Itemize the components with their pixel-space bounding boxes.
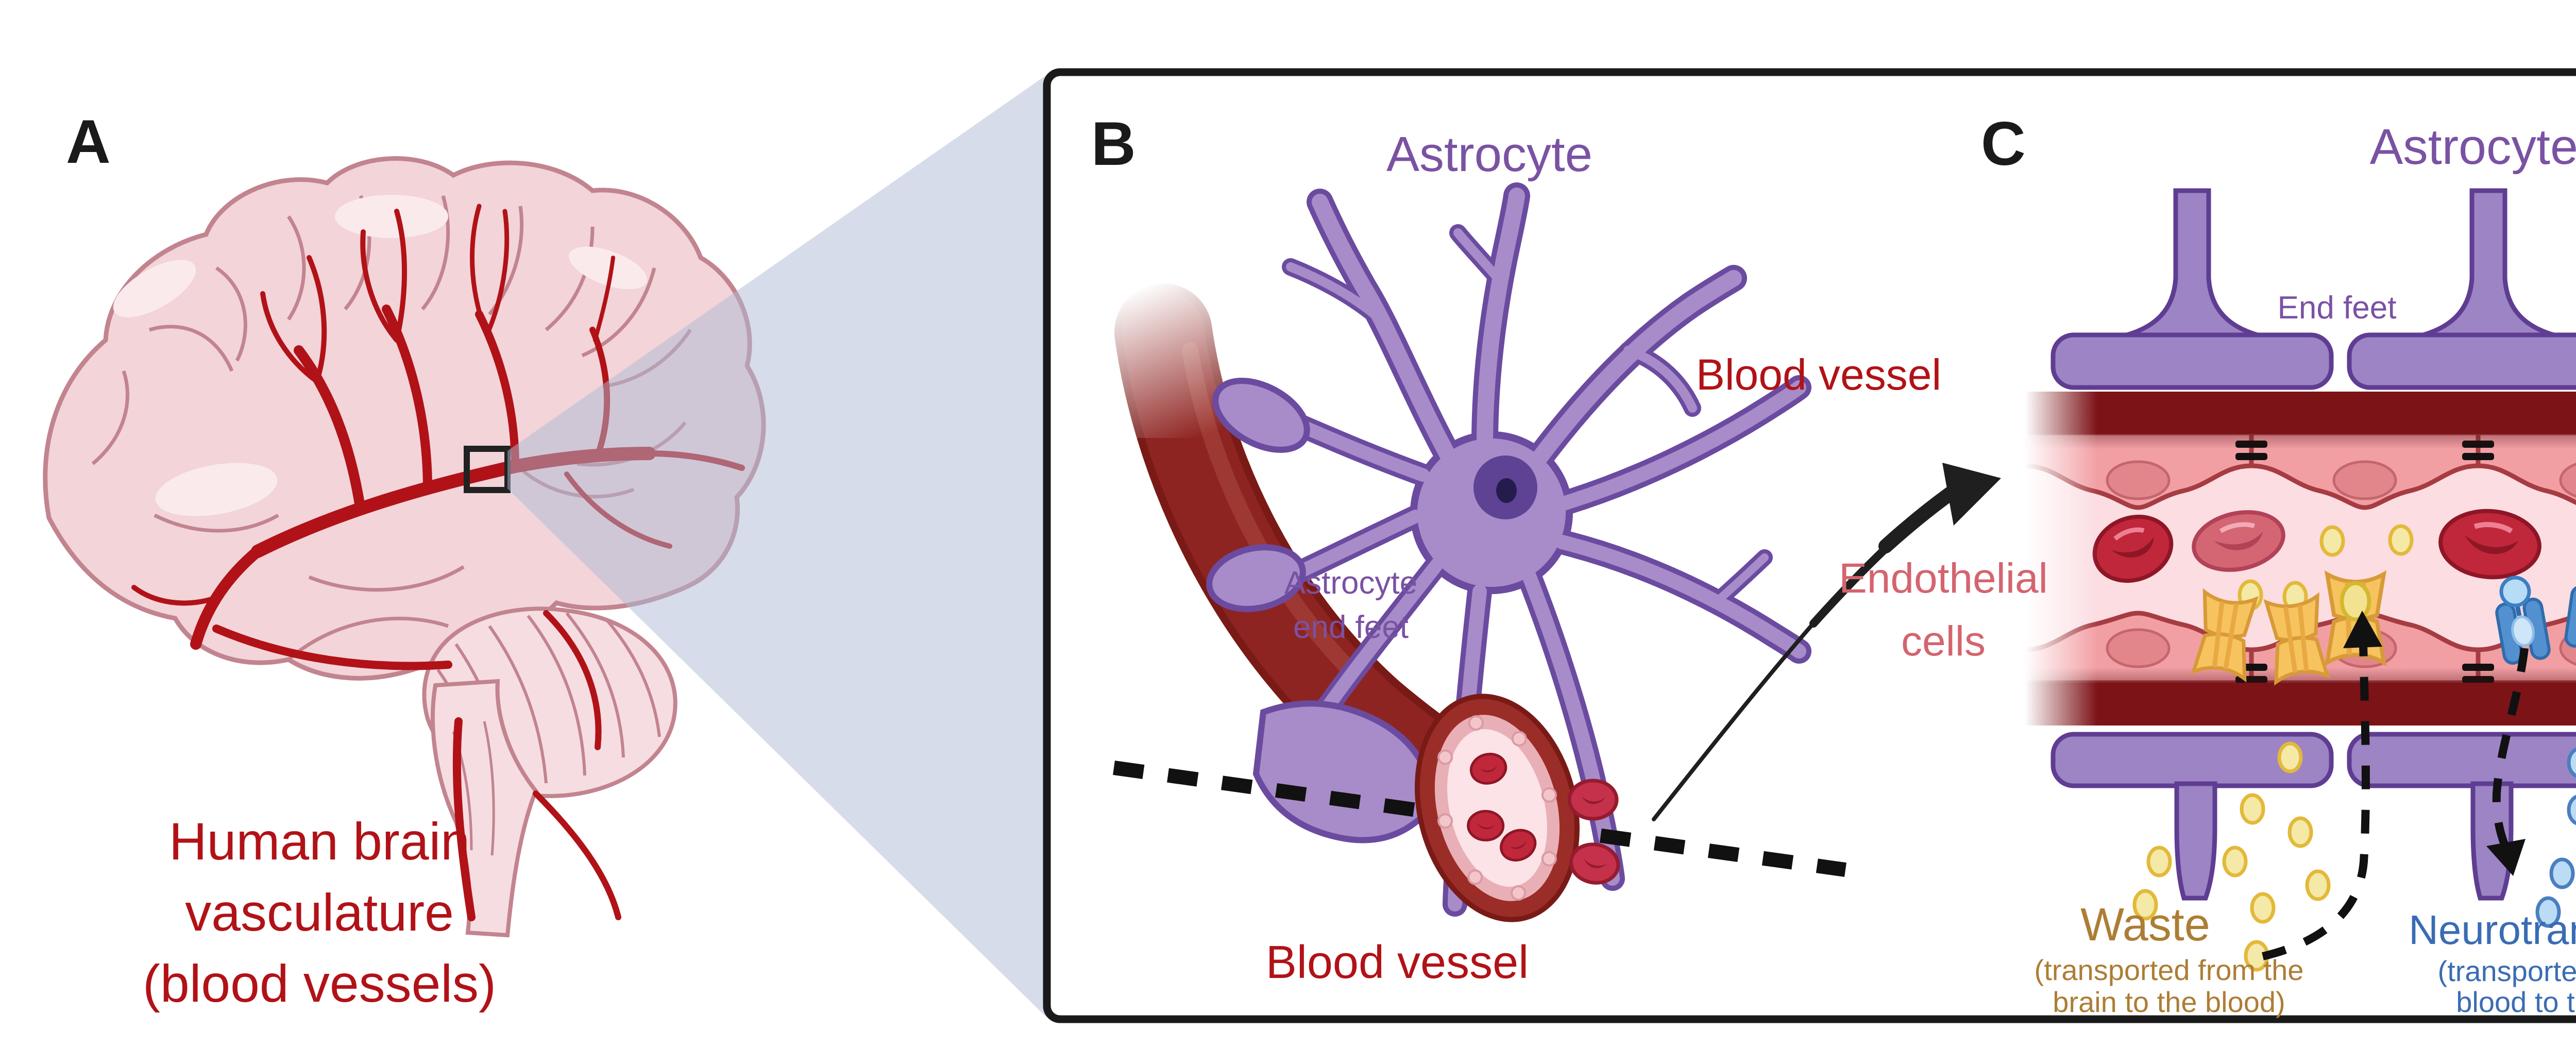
free-rbcs: [1567, 779, 1620, 885]
neurotransmitters-caption-line1: (transported from the: [2438, 955, 2576, 987]
panel-c-title: Astrocytes: [2370, 119, 2576, 175]
neurotransmitter-arrowhead: [2486, 839, 2526, 876]
panel-a-caption-line2: vasculature: [185, 883, 454, 942]
vessel-wall-top: [2025, 392, 2576, 434]
panel-c-label: C: [1981, 109, 2026, 178]
neurotransmitter-dot-in-foot: [2569, 749, 2576, 777]
panel-b-label: B: [1091, 109, 1136, 178]
waste-dot: [2390, 526, 2412, 554]
panel-b-astrocyte: [1206, 182, 1811, 917]
end-feet-label: End feet: [2278, 290, 2397, 326]
panel-c: Astrocytes End feet Endothelial cells Wa…: [1839, 119, 2576, 1018]
panel-c-vessel: [2025, 392, 2576, 725]
waste-label: Waste: [2080, 899, 2210, 951]
waste-caption-line2: brain to the blood): [2053, 986, 2285, 1018]
astrocyte-nucleolus: [1496, 478, 1517, 503]
membrane-transporters: [2194, 574, 2576, 682]
blood-vessel-bottom-label: Blood vessel: [1266, 937, 1529, 988]
waste-caption-line1: (transported from the: [2035, 954, 2304, 986]
waste-label-group: Waste (transported from the brain to the…: [2035, 899, 2304, 1018]
neurotransmitter-transport-arrow: [2492, 648, 2529, 852]
waste-transporter-icon: [2266, 596, 2327, 682]
rbc-lumen: [2092, 509, 2541, 583]
neurotransmitters-label: Neurotransmitters: [2409, 907, 2576, 953]
astrocyte-end-feet-label-line1: Astrocyte: [1284, 565, 1417, 601]
neurotransmitters-caption-line2: blood to the brain): [2456, 986, 2576, 1018]
waste-transport-arrow: [2262, 644, 2370, 960]
brain-highlights: [113, 195, 648, 516]
neurotransmitter-transporter-icon: [2496, 576, 2551, 665]
astrocyte-end-feet-label-line2: end feet: [1293, 610, 1409, 645]
magnify-arrow-b-to-c: [1652, 463, 2001, 821]
panel-a-label: A: [66, 107, 111, 176]
vessel-wall-bottom: [2025, 683, 2576, 725]
neurotransmitters-label-group: Neurotransmitters (transported from the …: [2409, 907, 2576, 1018]
panel-a-caption: Human brain vasculature (blood vessels): [143, 812, 496, 1013]
panel-a-caption-line3: (blood vessels): [143, 954, 496, 1013]
panel-b-title: Astrocyte: [1386, 127, 1592, 182]
cut-plane-dashed-line: [1113, 761, 1846, 877]
blood-vessel-cross-section: [1415, 694, 1580, 922]
waste-transporter-icon: [2327, 574, 2384, 663]
blood-vessel-top-label: Blood vessel: [1696, 350, 1941, 399]
panel-a-caption-line1: Human brain: [169, 812, 470, 871]
panel-b: Astrocyte Blood vessel Astrocyte end fee…: [1097, 127, 2001, 988]
waste-arrowhead: [2343, 611, 2382, 648]
waste-dot-in-foot: [2279, 744, 2301, 771]
endothelial-cells-label-line2: cells: [1901, 618, 1986, 665]
transport-arrows: [2262, 644, 2529, 960]
zoom-cone: [507, 75, 1047, 1018]
endothelial-cells-label-line1: Endothelial: [1839, 555, 2048, 602]
rbc-in-cross-section: [1467, 752, 1537, 862]
waste-dot: [2321, 527, 2343, 555]
